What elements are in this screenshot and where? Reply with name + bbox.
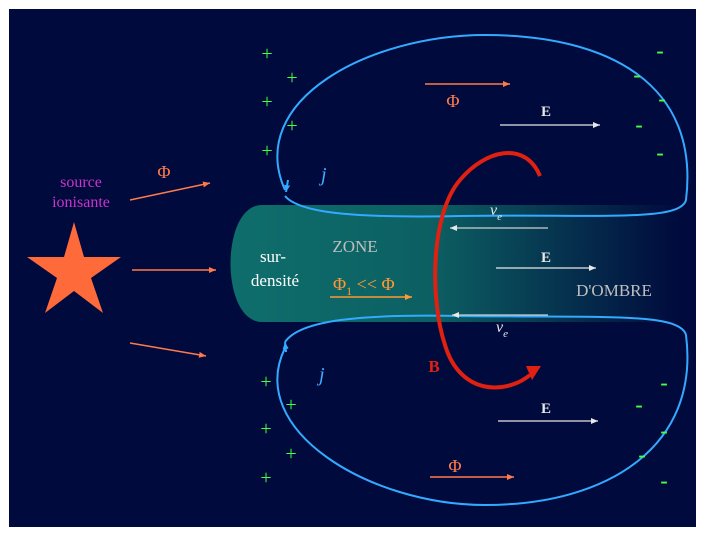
- ve-label-upper: ve: [490, 202, 502, 223]
- svg-text:-: -: [656, 38, 663, 63]
- lower-current-loop: [276, 314, 689, 507]
- e-label-middle: E: [541, 250, 551, 266]
- svg-text:-: -: [656, 140, 663, 165]
- j-label-upper: j: [318, 164, 327, 186]
- e-label-upper: E: [541, 104, 551, 120]
- svg-text:+: +: [285, 443, 296, 465]
- electron-velocity-arrows: [450, 225, 548, 318]
- source-label-line2: ionisante: [52, 194, 110, 211]
- ombre-label: D'OMBRE: [576, 281, 652, 300]
- source-label-line1: source: [60, 174, 102, 191]
- svg-text:-: -: [660, 468, 667, 493]
- phi-label-source: Φ: [157, 162, 170, 182]
- j-label-lower: j: [316, 364, 325, 386]
- svg-text:+: +: [261, 91, 272, 113]
- svg-text:-: -: [633, 62, 640, 87]
- magnetic-field-loop: [433, 150, 542, 390]
- svg-text:+: +: [261, 140, 272, 162]
- negative-charges-upper: - - - - -: [633, 38, 665, 165]
- shadow-zone: [230, 205, 680, 322]
- svg-text:-: -: [660, 418, 667, 443]
- e-label-lower: E: [541, 401, 551, 417]
- sur-label: sur-: [260, 247, 286, 266]
- ve-label-lower: ve: [496, 319, 508, 340]
- negative-charges-lower: - - - - -: [635, 370, 667, 493]
- svg-text:-: -: [635, 392, 642, 417]
- svg-text:+: +: [260, 371, 271, 393]
- svg-text:-: -: [635, 112, 642, 137]
- positive-charges-lower: + + + + +: [260, 371, 296, 489]
- svg-text:+: +: [260, 418, 271, 440]
- svg-text:-: -: [660, 370, 667, 395]
- svg-text:+: +: [286, 67, 297, 89]
- b-label: B: [428, 357, 439, 376]
- svg-text:+: +: [261, 43, 272, 65]
- ionizing-source-star: [27, 222, 121, 313]
- phi-label-lower: Φ: [448, 456, 461, 476]
- phi1-label: Φ1 << Φ: [333, 274, 395, 298]
- densite-label: densité: [251, 271, 299, 290]
- svg-text:+: +: [286, 115, 297, 137]
- incoming-flux-arrows: [129, 181, 216, 358]
- svg-text:+: +: [260, 467, 271, 489]
- svg-text:+: +: [285, 394, 296, 416]
- electric-field-arrows: [496, 122, 600, 424]
- positive-charges-upper: + + + + +: [261, 43, 297, 162]
- zone-label: ZONE: [332, 237, 377, 256]
- svg-text:-: -: [638, 442, 645, 467]
- phi-label-upper: Φ: [446, 91, 459, 111]
- svg-text:-: -: [658, 86, 665, 111]
- upper-current-loop: [276, 33, 689, 218]
